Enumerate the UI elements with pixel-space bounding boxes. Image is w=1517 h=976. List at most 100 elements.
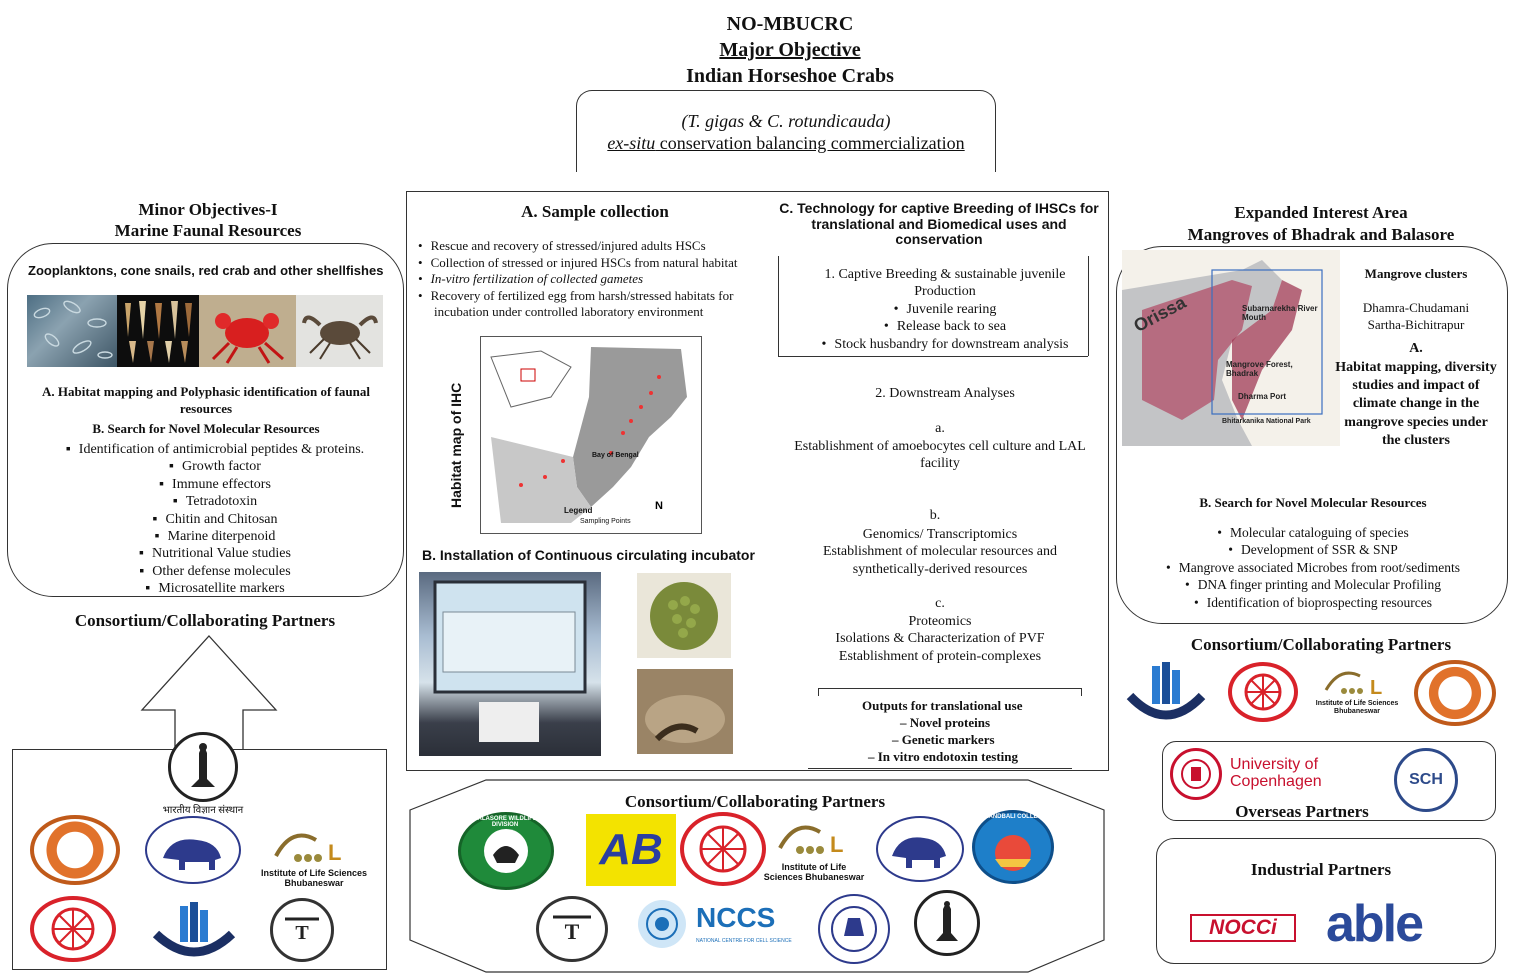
- downstream-c-label: c.: [935, 596, 945, 611]
- cluster-1: Dhamra-Chudamani: [1362, 300, 1470, 315]
- ouat-logo: [150, 900, 238, 962]
- ils-logo-2: L: [772, 818, 858, 862]
- downstream-b-text: Genomics/ Transcriptomics Establishment …: [810, 526, 1070, 578]
- ils-logo-3: L: [1320, 664, 1394, 700]
- eggs-photo: [637, 573, 731, 658]
- iisc-logo: [168, 732, 238, 802]
- incubator-title: B. Installation of Continuous circulatin…: [422, 547, 755, 563]
- goal-text: ex-situ conservation balancing commercia…: [580, 133, 992, 154]
- proteomics-desc-2: Establishment of protein-complexes: [838, 648, 1042, 664]
- left-resource-list: Identification of antimicrobial peptides…: [40, 441, 390, 598]
- habitat-map-label: Habitat map of IHC: [448, 382, 464, 508]
- balasore-text: BALASORE WILDLIFE DIVISION: [473, 816, 537, 828]
- list-item: DNA finger printing and Molecular Profil…: [1126, 576, 1500, 593]
- list-item: Juvenile rearing: [790, 301, 1100, 318]
- genomics-desc: Establishment of molecular resources and…: [822, 544, 1058, 577]
- list-item: Identification of bioprospecting resourc…: [1126, 594, 1500, 611]
- outputs-title: Outputs for translational use: [862, 698, 1023, 713]
- right-a-label: A.: [1409, 341, 1423, 356]
- map-label-bhitarkanika: Bhitarkanika National Park: [1222, 418, 1311, 425]
- downstream-b-label: b.: [929, 508, 941, 523]
- left-b-heading: B. Search for Novel Molecular Resources: [92, 421, 320, 436]
- mangrove-clusters-title: Mangrove clusters: [1364, 266, 1468, 281]
- map-legend-label: Legend: [564, 506, 593, 515]
- incubator-photo: [419, 572, 601, 756]
- downstream-a-label: a.: [935, 421, 945, 436]
- ils-caption-left: Institute of Life Sciences Bhubaneswar: [260, 868, 368, 888]
- goal-rest-text: conservation balancing commercialization: [655, 133, 965, 153]
- map-label-bhadrak: Mangrove Forest, Bhadrak: [1226, 360, 1293, 378]
- list-item: Marine diterpenoid: [40, 528, 390, 545]
- zsi-bison-logo-2: [876, 816, 964, 882]
- left-partners-title: Consortium/Collaborating Partners: [74, 611, 336, 630]
- sample-collection-title: A. Sample collection: [521, 202, 669, 221]
- mangrove-map: Orissa Subarnarekha River Mouth Mangrove…: [1122, 250, 1340, 446]
- nocci-logo: NOCCi: [1190, 914, 1296, 942]
- ab-logo: AB: [586, 814, 676, 886]
- egg-collection-photo: [637, 669, 733, 754]
- map-sampling-label: Sampling Points: [580, 518, 631, 525]
- captive-breeding-bracket: [778, 256, 1088, 357]
- genomics-line: Genomics/ Transcriptomics: [862, 527, 1018, 542]
- captive-breeding-list: Juvenile rearing Release back to sea Sto…: [790, 301, 1100, 353]
- sch-text: SCH: [1409, 771, 1443, 788]
- svg-text:L: L: [1370, 677, 1382, 699]
- captive-breeding-text: 1. Captive Breeding & sustainable juveni…: [790, 266, 1100, 300]
- proteomics-desc-1: Isolations & Characterization of PVF: [835, 631, 1045, 647]
- list-item: In-vitro fertilization of collected game…: [418, 271, 774, 288]
- list-item: Chitin and Chitosan: [40, 511, 390, 528]
- captive-line-1: 1. Captive Breeding & sustainable juveni…: [824, 267, 1066, 282]
- ils-logo: L: [268, 826, 360, 870]
- exsitu-text: ex-situ: [607, 133, 656, 153]
- nccs-subtext: NATIONAL CENTRE FOR CELL SCIENCE: [696, 938, 792, 944]
- iisc-caption: भारतीय विज्ञान संस्थान: [162, 805, 244, 816]
- right-title-1: Expanded Interest Area: [1234, 203, 1408, 222]
- iisc-logo-2: [914, 890, 980, 956]
- copenhagen-line-2: Copenhagen: [1230, 773, 1322, 790]
- nit-rourkela-logo: [30, 815, 120, 885]
- list-item: Immune effectors: [40, 476, 390, 493]
- left-title-1: Minor Objectives-I: [138, 200, 278, 219]
- zsi-bison-logo: [145, 816, 241, 884]
- sample-collection-list: Rescue and recovery of stressed/injured …: [418, 238, 774, 321]
- berhampur-university-logo-2: [680, 812, 766, 886]
- output-item-3: – In vitro endotoxin testing: [868, 749, 1018, 764]
- able-logo-text: able: [1326, 895, 1424, 953]
- list-item: Mangrove associated Microbes from root/s…: [1126, 559, 1500, 576]
- copenhagen-line-1: University of: [1230, 756, 1319, 773]
- academy-technology-logo-2: T: [536, 896, 608, 962]
- proteomics-line: Proteomics: [908, 614, 972, 629]
- output-item-2: – Genetic markers: [892, 732, 995, 747]
- copenhagen-text: University of Copenhagen: [1230, 756, 1322, 790]
- sch-university-logo: SCH: [1394, 748, 1458, 812]
- svg-text:L: L: [830, 832, 843, 857]
- header-arc: [576, 90, 996, 172]
- shellfish-crab-photo: [296, 295, 383, 367]
- title-line-2: Major Objective: [719, 39, 861, 61]
- bottom-partners-title: Consortium/Collaborating Partners: [624, 792, 886, 811]
- list-item: Nutritional Value studies: [40, 545, 390, 562]
- ils-caption-2: Institute of Life Sciences Bhubaneswar: [763, 862, 865, 882]
- ouat-logo-2: [1126, 660, 1206, 726]
- captive-line-2: Production: [914, 284, 976, 299]
- cone-snails-photo: [117, 295, 199, 367]
- list-item: Recovery of fertilized egg from harsh/st…: [418, 288, 774, 321]
- berhampur-university-logo-3: [1228, 662, 1298, 722]
- right-resource-list: Molecular cataloguing of species Develop…: [1126, 524, 1500, 611]
- svg-text:N: N: [655, 500, 663, 512]
- habitat-map: N: [480, 336, 702, 534]
- svg-text:L: L: [328, 840, 341, 865]
- list-item: Molecular cataloguing of species: [1126, 524, 1500, 541]
- chandbali-text: CHANDBALI COLLEGE: [979, 814, 1047, 820]
- overseas-partners-label: Overseas Partners: [1235, 802, 1369, 821]
- industrial-partners-box: [1156, 838, 1496, 964]
- nit-rourkela-logo-2: [1414, 660, 1496, 726]
- zooplankton-photo: [27, 295, 117, 367]
- list-item: Growth factor: [40, 458, 390, 475]
- list-item: Identification of antimicrobial peptides…: [40, 441, 390, 458]
- left-a-heading: A. Habitat mapping and Polyphasic identi…: [42, 384, 370, 416]
- right-title-2: Mangroves of Bhadrak and Balasore: [1187, 225, 1455, 244]
- left-title-2: Marine Faunal Resources: [114, 221, 302, 240]
- industrial-partners-label: Industrial Partners: [1250, 860, 1392, 879]
- title-line-1: NO-MBUCRC: [726, 13, 854, 35]
